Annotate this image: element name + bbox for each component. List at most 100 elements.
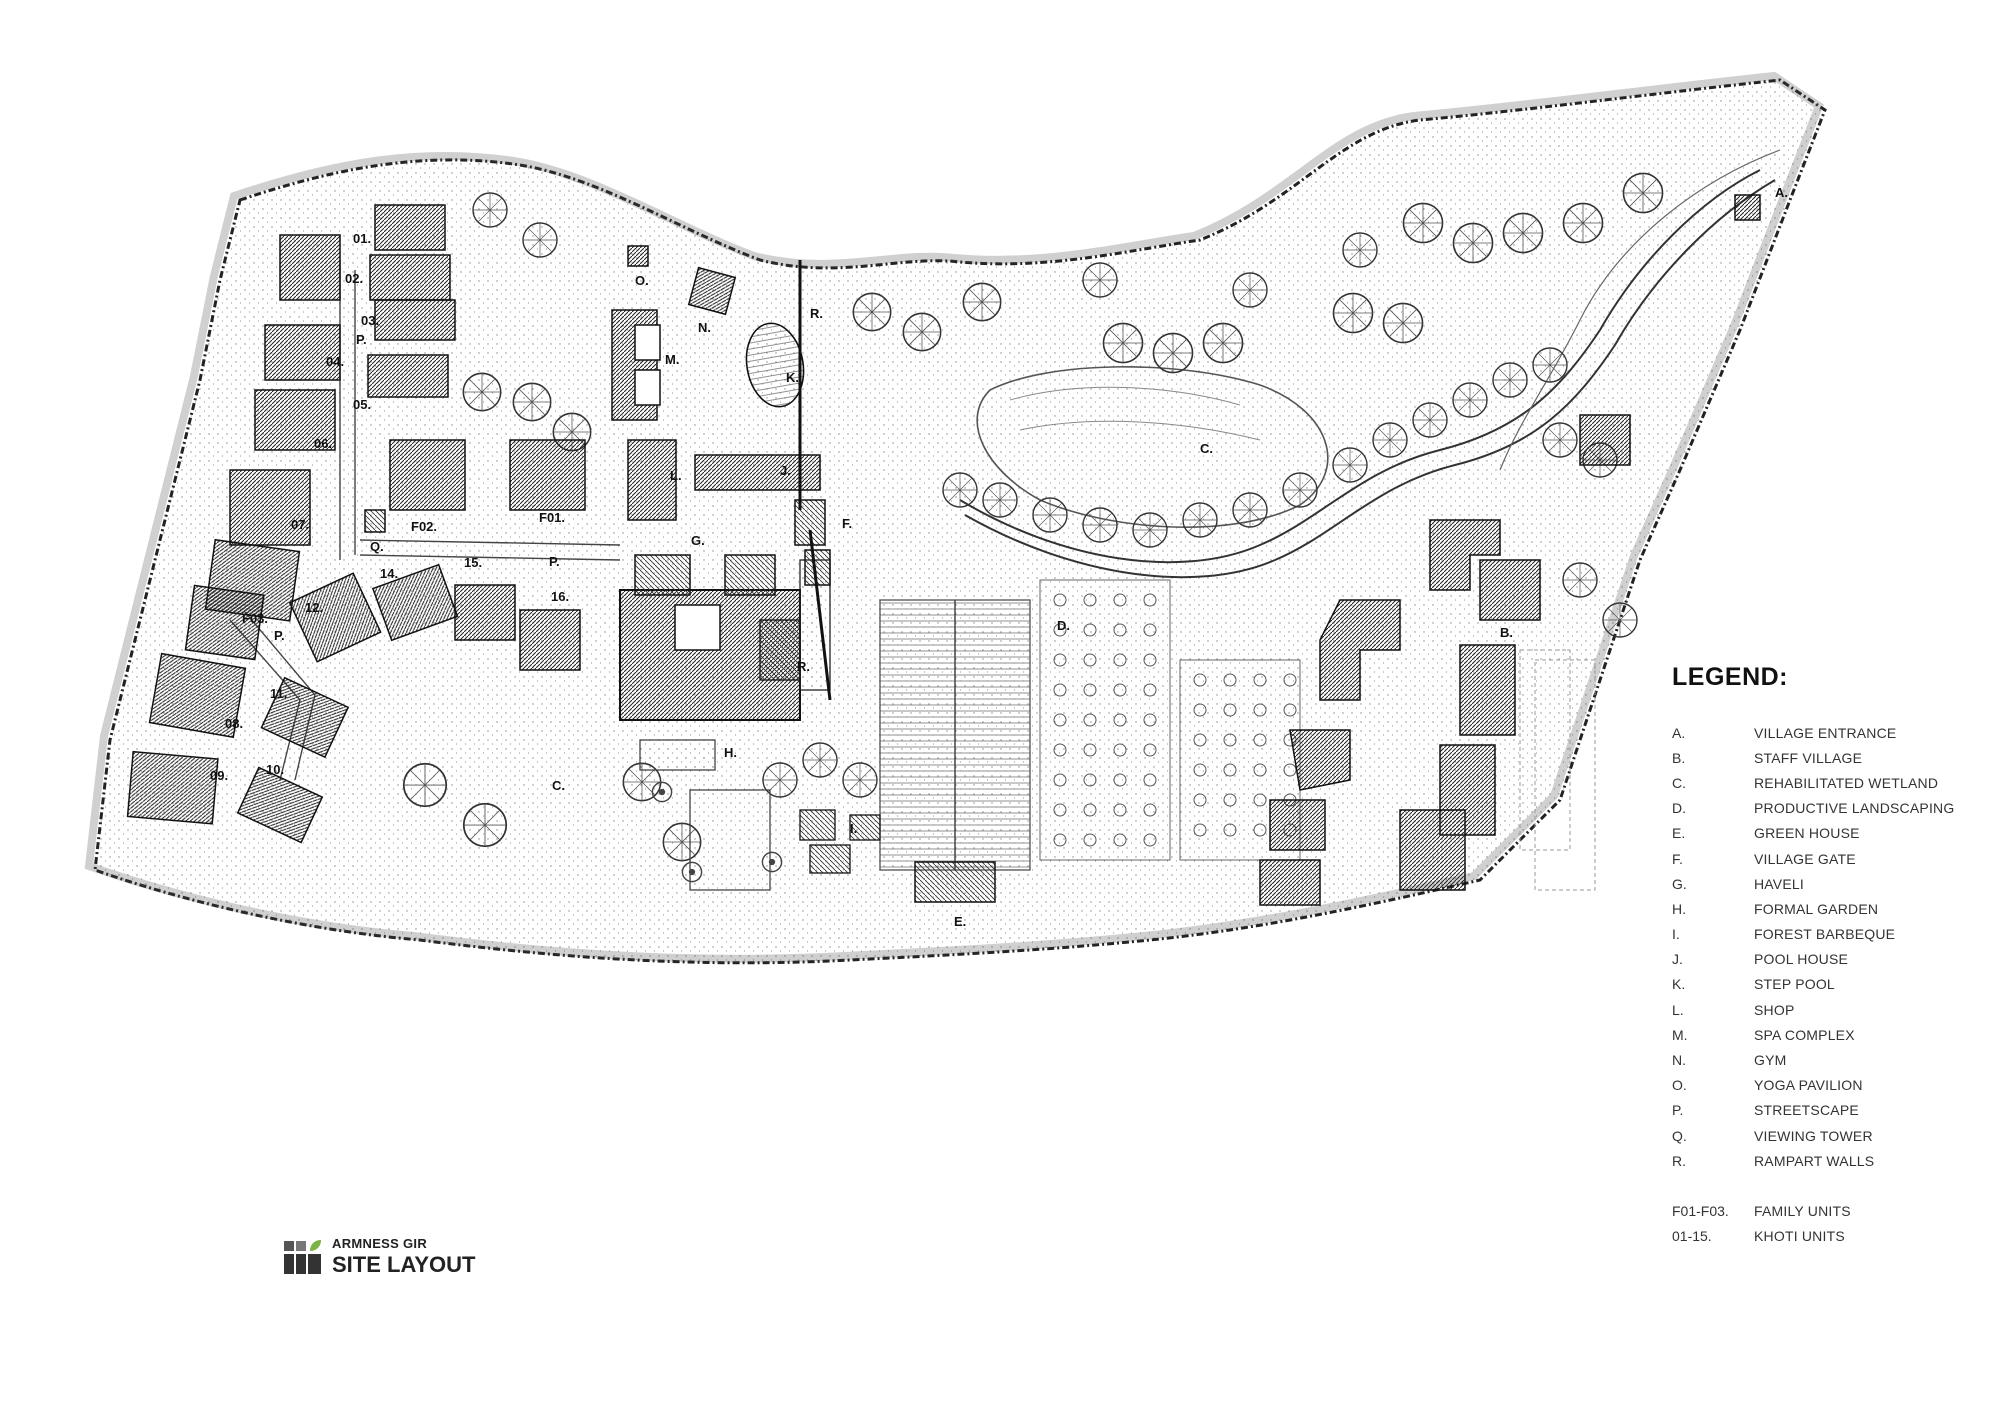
- legend-value: REHABILITATED WETLAND: [1754, 774, 1939, 791]
- label-staff-village: B.: [1500, 625, 1513, 640]
- armness-logo: [284, 1240, 321, 1274]
- legend-units: F01-F03.FAMILY UNITS 01-15. KHOTI UNITS: [1672, 1198, 1992, 1248]
- label-unit-11: 11.: [270, 686, 287, 701]
- legend-row: O. YOGA PAVILION: [1672, 1073, 1992, 1098]
- legend-items: A. VILLAGE ENTRANCE B. STAFF VILLAGE C. REHAB…: [1672, 720, 1992, 1173]
- legend-key: 01-15.: [1672, 1228, 1712, 1245]
- label-unit-16: 16.: [551, 589, 569, 604]
- haveli-building: [619, 554, 831, 721]
- plan-labels: A. B. C. C. D. E. F. G. H. I. J. K. L. M…: [210, 185, 1788, 929]
- legend-row: E. GREEN HOUSE: [1672, 821, 1992, 846]
- legend-key: K.: [1672, 976, 1686, 993]
- legend-row: F01-F03.FAMILY UNITS: [1672, 1198, 1992, 1223]
- legend-key: G.: [1672, 875, 1687, 892]
- label-family-unit-f01: F01.: [539, 510, 565, 525]
- legend-row: F.VILLAGE GATE: [1672, 846, 1992, 871]
- legend-value: STEP POOL: [1754, 976, 1835, 993]
- legend-value: STREETSCAPE: [1754, 1102, 1859, 1119]
- label-streetscape-north: P.: [356, 332, 367, 347]
- legend-value: SHOP: [1754, 1001, 1795, 1018]
- label-shop: L.: [670, 468, 682, 483]
- label-rampart-north: R.: [810, 306, 823, 321]
- gym-building: [687, 266, 737, 316]
- legend-row: 01-15. KHOTI UNITS: [1672, 1224, 1992, 1249]
- legend-row: G. HAVELI: [1672, 871, 1992, 896]
- legend-key: J.: [1672, 951, 1683, 968]
- legend-key: C.: [1672, 774, 1686, 791]
- label-unit-14: 14.: [380, 566, 398, 581]
- legend-row: J.POOL HOUSE: [1672, 947, 1992, 972]
- label-unit-03: 03.: [361, 313, 379, 328]
- shop-building: [627, 439, 677, 521]
- legend-key: E.: [1672, 825, 1686, 842]
- label-unit-04: 04.: [326, 354, 344, 369]
- rampart-walls: [798, 260, 832, 701]
- label-pool-house: J.: [780, 463, 791, 478]
- legend-key: P.: [1672, 1102, 1684, 1119]
- legend-value: GREEN HOUSE: [1754, 825, 1860, 842]
- label-green-house: E.: [954, 914, 966, 929]
- legend-row: N.GYM: [1672, 1047, 1992, 1072]
- legend-value: SPA COMPLEX: [1754, 1026, 1855, 1043]
- legend-value: RAMPART WALLS: [1754, 1152, 1875, 1169]
- label-wetland-east: C.: [1200, 441, 1213, 456]
- label-unit-15: 15.: [464, 555, 482, 570]
- village-gate: [794, 499, 831, 586]
- yoga-pavilion: [627, 245, 649, 267]
- label-unit-09: 09.: [210, 768, 228, 783]
- label-haveli: G.: [691, 533, 705, 548]
- drawing-title: SITE LAYOUT: [332, 1252, 476, 1277]
- staff-village-buildings: [1259, 194, 1761, 906]
- family-units: [184, 439, 586, 661]
- label-village-entrance: A.: [1775, 185, 1788, 200]
- legend-key: B.: [1672, 749, 1686, 766]
- greenhouse-building: [914, 861, 996, 903]
- label-unit-10: 10.: [266, 762, 284, 777]
- legend-value: YOGA PAVILION: [1754, 1077, 1863, 1094]
- title-block: ARMNESS GIR SITE LAYOUT: [284, 1236, 475, 1278]
- legend-value: HAVELI: [1754, 875, 1804, 892]
- legend-key: O.: [1672, 1077, 1687, 1094]
- legend-value: PRODUCTIVE LANDSCAPING: [1754, 800, 1955, 817]
- legend-row: D. PRODUCTIVE LANDSCAPING: [1672, 796, 1992, 821]
- legend-key: A.: [1672, 724, 1686, 741]
- legend-value: FOREST BARBEQUE: [1754, 926, 1896, 943]
- label-streetscape-center: P.: [549, 554, 560, 569]
- formal-garden: [639, 739, 783, 891]
- legend-value: STAFF VILLAGE: [1754, 749, 1863, 766]
- label-spa-complex: M.: [665, 352, 679, 367]
- label-unit-06: 06.: [314, 436, 332, 451]
- legend-key: H.: [1672, 900, 1686, 917]
- label-family-unit-f03: F03.: [242, 611, 268, 626]
- legend-value: KHOTI UNITS: [1754, 1228, 1845, 1245]
- label-rampart-south: R.: [797, 659, 810, 674]
- label-unit-08: 08.: [225, 716, 243, 731]
- label-gym: N.: [698, 320, 711, 335]
- legend-row: K. STEP POOL: [1672, 972, 1992, 997]
- garden-beds: [879, 599, 1031, 871]
- stream-path: [959, 149, 1781, 579]
- label-family-unit-f02: F02.: [411, 519, 437, 534]
- legend-value: FAMILY UNITS: [1754, 1202, 1851, 1219]
- label-productive-landscaping: D.: [1057, 618, 1070, 633]
- legend-row: I.FOREST BARBEQUE: [1672, 922, 1992, 947]
- legend-row: R. RAMPART WALLS: [1672, 1148, 1992, 1173]
- label-unit-07: 07.: [291, 517, 309, 532]
- legend-spacer: [1672, 1173, 1992, 1198]
- legend-row: A. VILLAGE ENTRANCE: [1672, 720, 1992, 745]
- legend-row: M.SPA COMPLEX: [1672, 1022, 1992, 1047]
- label-unit-02: 02.: [345, 271, 363, 286]
- legend-title: LEGEND:: [1672, 663, 1788, 691]
- legend-value: VILLAGE ENTRANCE: [1754, 724, 1897, 741]
- legend-key: R.: [1672, 1152, 1686, 1169]
- barbeque-structures: [799, 809, 881, 874]
- step-pool: [745, 322, 805, 408]
- legend-value: VILLAGE GATE: [1754, 850, 1856, 867]
- viewing-tower: [364, 509, 386, 533]
- legend-value: GYM: [1754, 1052, 1787, 1069]
- legend-key: D.: [1672, 800, 1686, 817]
- orchard-grid: [1039, 579, 1301, 861]
- label-streetscape-west: P.: [274, 628, 285, 643]
- legend-panel: LEGEND: A. VILLAGE ENTRANCE B. STAFF VILLAG…: [1672, 663, 1992, 1249]
